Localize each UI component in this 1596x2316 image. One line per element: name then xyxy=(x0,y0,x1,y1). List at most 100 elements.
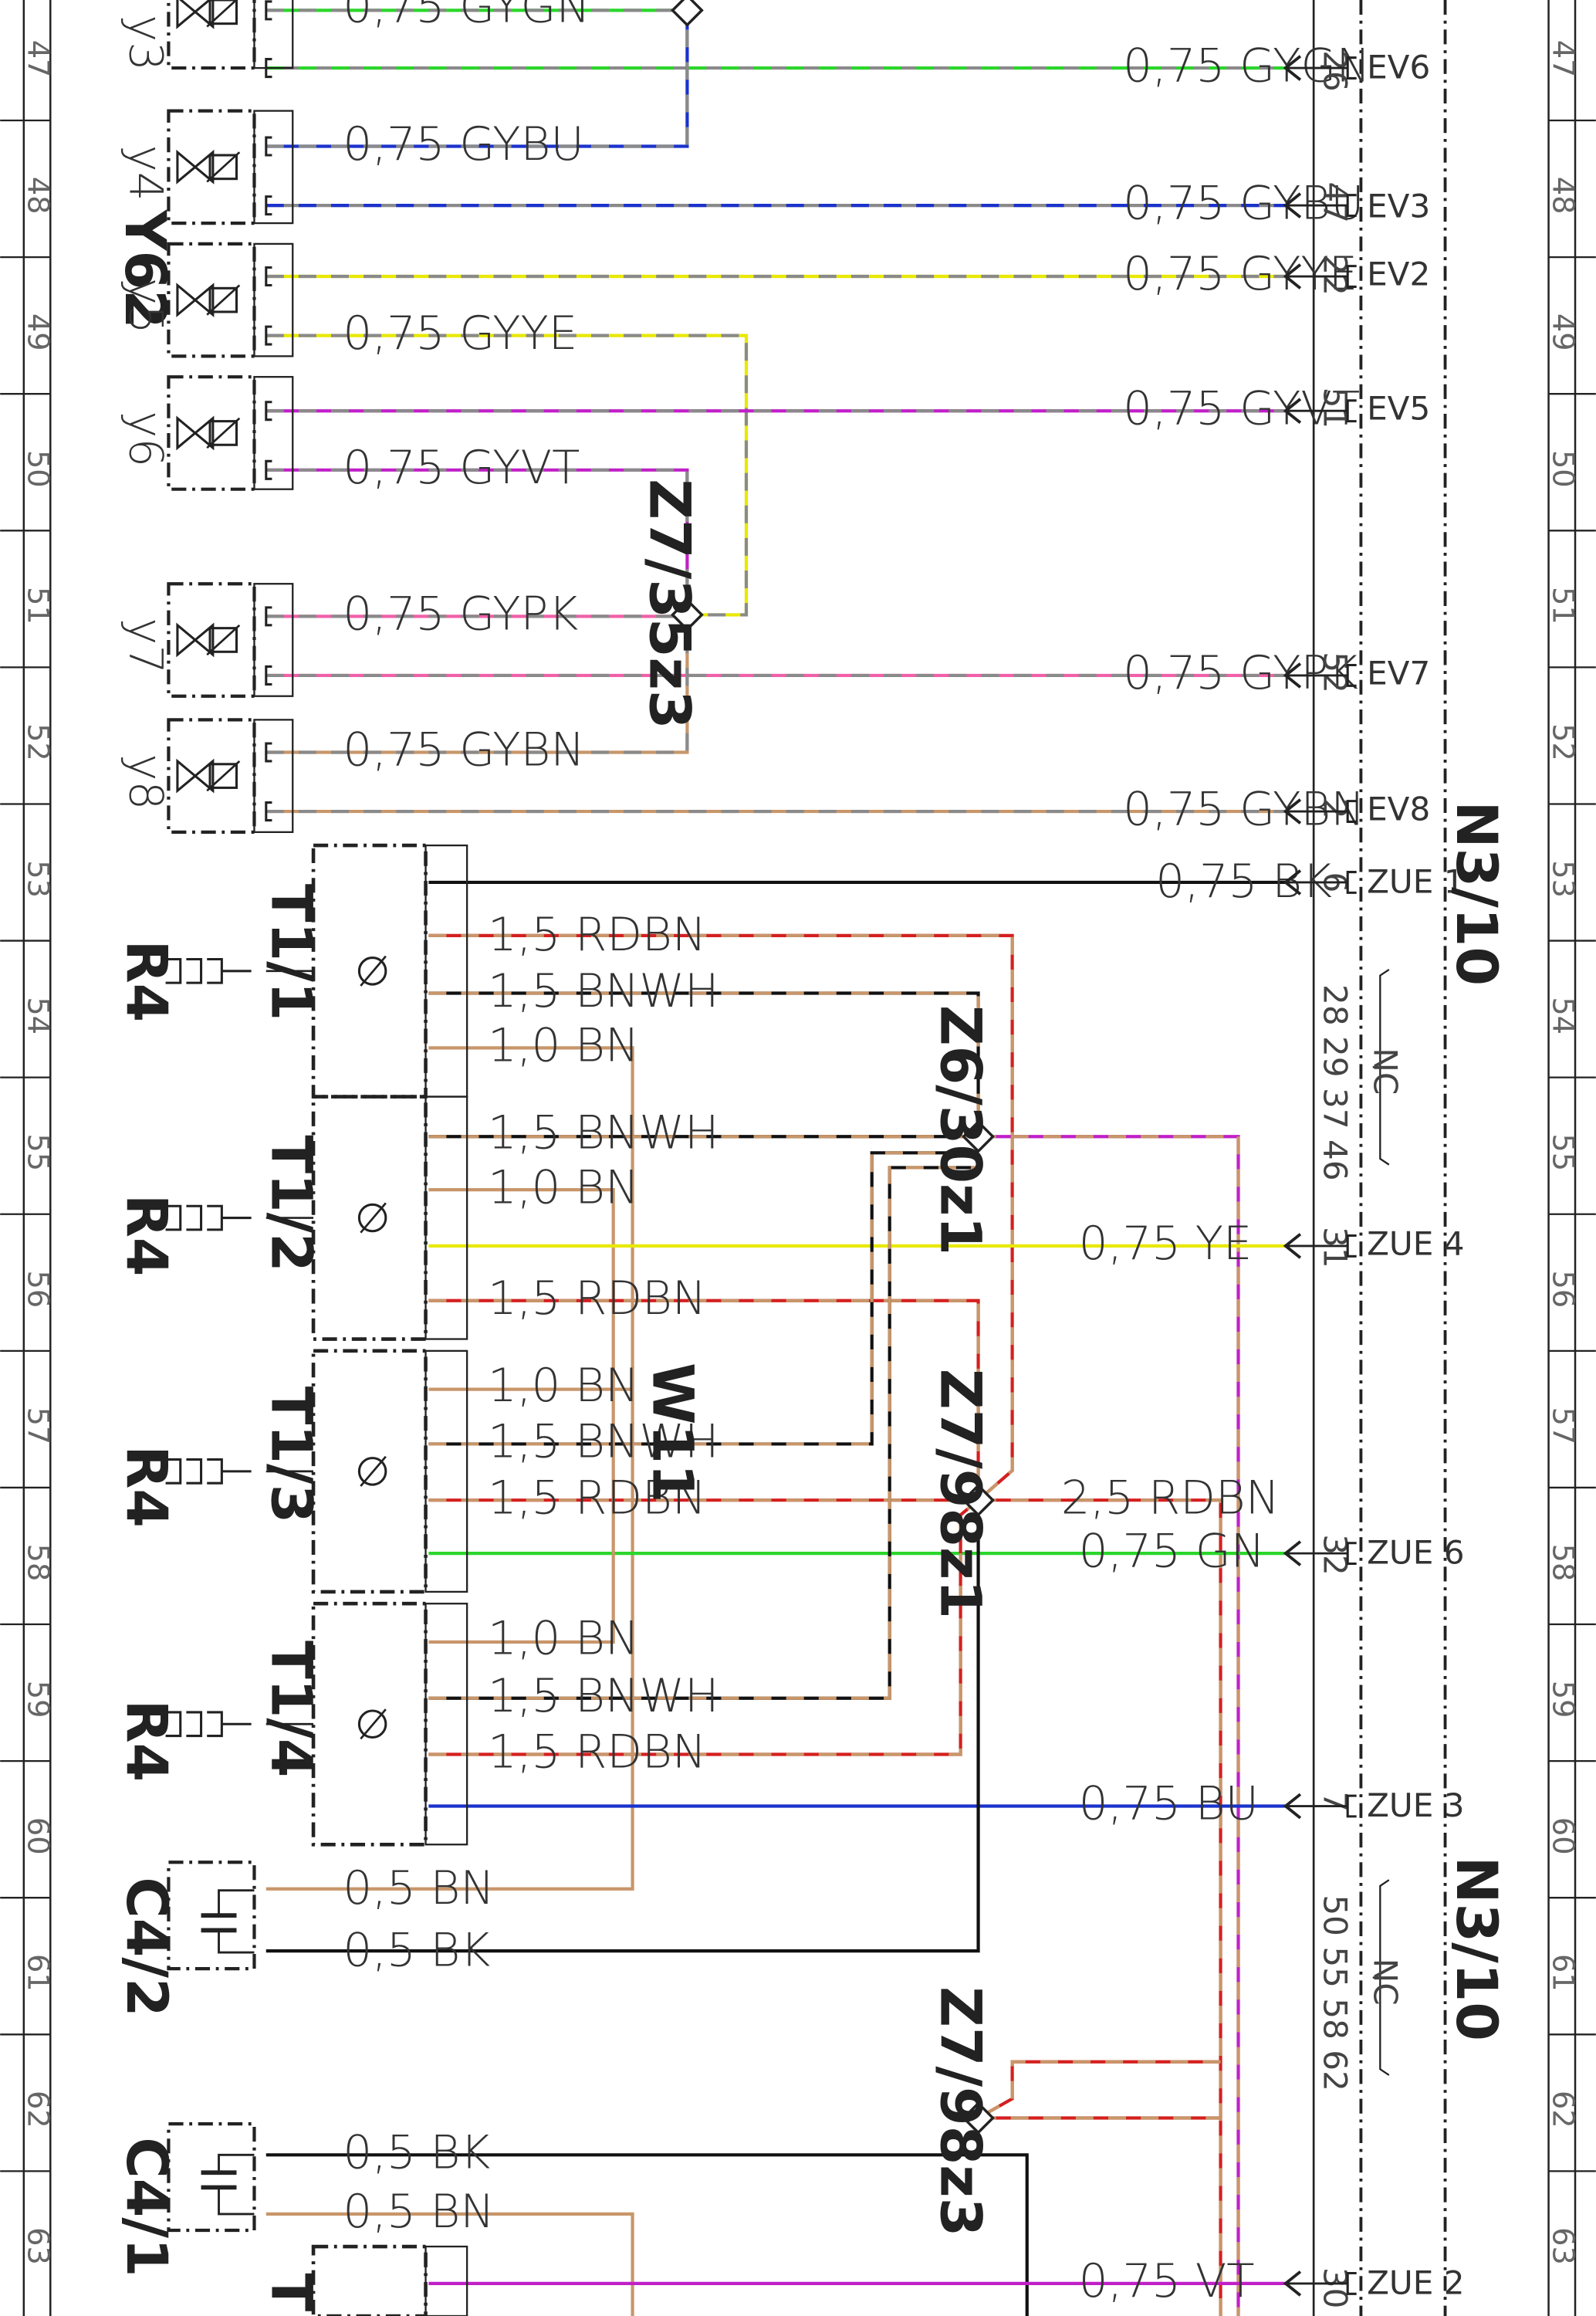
wire-label: 0,75 GYPK xyxy=(1123,646,1358,699)
module-box xyxy=(311,1095,428,1341)
wire-label-group: 0,75 GYGN 0,75 GYGN 0,75 GYBU 0,75 GYBU … xyxy=(343,0,1370,2308)
pin-block xyxy=(253,110,294,225)
ruler-number: 57 xyxy=(21,1407,56,1445)
pin-terminal xyxy=(265,58,272,79)
capacitor-c4-2 xyxy=(167,1861,256,1971)
wire-rdbn25-stripe xyxy=(978,1498,1222,2316)
pin-block xyxy=(253,719,294,834)
wire-label: 0,75 GYBU xyxy=(343,117,583,171)
coil-diagonal xyxy=(206,417,241,449)
wire-splice-vt-stripe xyxy=(978,1135,1240,2316)
wire-label: 0,75 GYVT xyxy=(1123,381,1360,435)
device-tag: C4/1 xyxy=(113,2137,179,2277)
coil-icon xyxy=(208,763,238,789)
pin-terminal xyxy=(265,459,272,480)
wire-label: 0,75 GYGN xyxy=(343,0,590,33)
pin-terminal xyxy=(265,266,272,287)
valve-icon xyxy=(176,415,215,451)
coil-diagonal xyxy=(206,0,238,28)
wire-label: 0,75 VT xyxy=(1079,2254,1255,2308)
pin-number: 28 29 37 46 xyxy=(1317,984,1354,1181)
wire-label: 1,5 RDBN xyxy=(488,908,706,961)
coil-icon xyxy=(208,627,238,653)
ruler-number: 59 xyxy=(1545,1681,1580,1718)
valve-icon xyxy=(176,758,215,794)
connector-pin xyxy=(1346,1234,1357,1258)
device-tag: N3/10 xyxy=(1443,801,1509,986)
wire-t12-bn xyxy=(428,1188,615,1390)
splice-z7-98z3 xyxy=(962,2101,995,2135)
ruler-number: 60 xyxy=(21,1817,56,1855)
wire-label: 0,5 BN xyxy=(343,1861,494,1915)
wire-label: 0,75 GYPK xyxy=(343,587,578,641)
pin-block xyxy=(424,2245,468,2316)
connector-pin xyxy=(1346,1542,1357,1566)
ruler-number: 56 xyxy=(1545,1271,1580,1309)
wire-label: 1,5 BNWH xyxy=(488,1415,719,1468)
wire-splice-vt xyxy=(978,1135,1240,2316)
pin-terminal xyxy=(265,665,272,686)
transistor-module xyxy=(165,1349,468,1594)
connector-pin xyxy=(1346,663,1357,687)
device-tag: y3 xyxy=(120,15,173,71)
device-tag: T1/2 xyxy=(258,1135,323,1271)
splice-z7-35z3 xyxy=(671,598,704,631)
ruler-number: 51 xyxy=(1545,587,1580,625)
nc-label: NC xyxy=(1367,1048,1405,1095)
valve-box xyxy=(167,0,256,70)
transistor-icon xyxy=(357,1709,387,1739)
ruler-number: 61 xyxy=(1545,1954,1580,1992)
transistor-line xyxy=(360,1455,387,1487)
module-group xyxy=(165,843,468,2316)
device-tag-group: y3 y4 Y62 y5 y6 y7 y8 T1/1 T1/2 T1/3 T1/… xyxy=(112,15,1509,2316)
pin-terminal xyxy=(265,742,272,763)
pin-terminal xyxy=(265,0,272,21)
nc-bracket-1 xyxy=(1372,968,1390,1166)
nc-label: NC xyxy=(1367,1959,1405,2006)
connector-label: EV2 xyxy=(1367,255,1430,293)
connector-label: ZUE 4 xyxy=(1367,1224,1464,1262)
valve-component xyxy=(167,582,294,698)
device-tag: Y62 xyxy=(112,209,178,329)
wire-c42-bk xyxy=(265,1500,980,1953)
wire-y5-gyye-stripe xyxy=(265,334,749,617)
valve-box xyxy=(167,109,256,225)
wire-label: 1,0 BN xyxy=(488,1359,639,1412)
pin-block xyxy=(253,0,294,69)
pin-block xyxy=(424,1349,468,1593)
splice-tag: Z7/35z3 xyxy=(637,479,702,729)
connector-pin xyxy=(1346,1794,1357,1818)
coil-icon xyxy=(208,420,238,446)
ruler-number: 54 xyxy=(1545,997,1580,1034)
wire-t14-bnwh-stripe xyxy=(428,1166,979,1700)
wire-y8-gybn-stripe xyxy=(265,615,689,754)
pin-block xyxy=(253,242,294,357)
ruler-number: 48 xyxy=(1545,177,1580,215)
ruler-number: 61 xyxy=(21,1954,56,1992)
capacitor-c4-1 xyxy=(167,2122,256,2233)
transistor-line xyxy=(360,1202,387,1234)
ruler-number: 51 xyxy=(21,587,56,625)
wire-label: 1,5 BNWH xyxy=(488,964,719,1017)
wire-z7-98z3-a xyxy=(977,2060,1221,2120)
device-tag: R4 xyxy=(113,1445,179,1528)
pin-block xyxy=(424,1603,468,1846)
wire-label: 1,0 BN xyxy=(488,1019,639,1072)
valve-icon xyxy=(176,622,215,658)
device-tag: y8 xyxy=(120,753,173,810)
ruler-number: 60 xyxy=(1545,1817,1580,1855)
device-tag: T1/3 xyxy=(258,1387,323,1523)
valve-box xyxy=(167,375,256,491)
wire-t11-bn xyxy=(265,1046,634,1891)
wire-y6-gyvt-stripe xyxy=(265,468,689,615)
splice-tag: Z7/98z1 xyxy=(928,1369,993,1619)
valve-icon xyxy=(176,0,215,29)
wire-t12-rdbn-stripe xyxy=(428,1299,980,1501)
pin-terminal xyxy=(265,136,272,157)
ruler-number: 63 xyxy=(21,2227,56,2265)
wire-z7-98z3-a-stripe xyxy=(977,2060,1221,2120)
wire-label: 0,75 GYYE xyxy=(343,306,577,360)
